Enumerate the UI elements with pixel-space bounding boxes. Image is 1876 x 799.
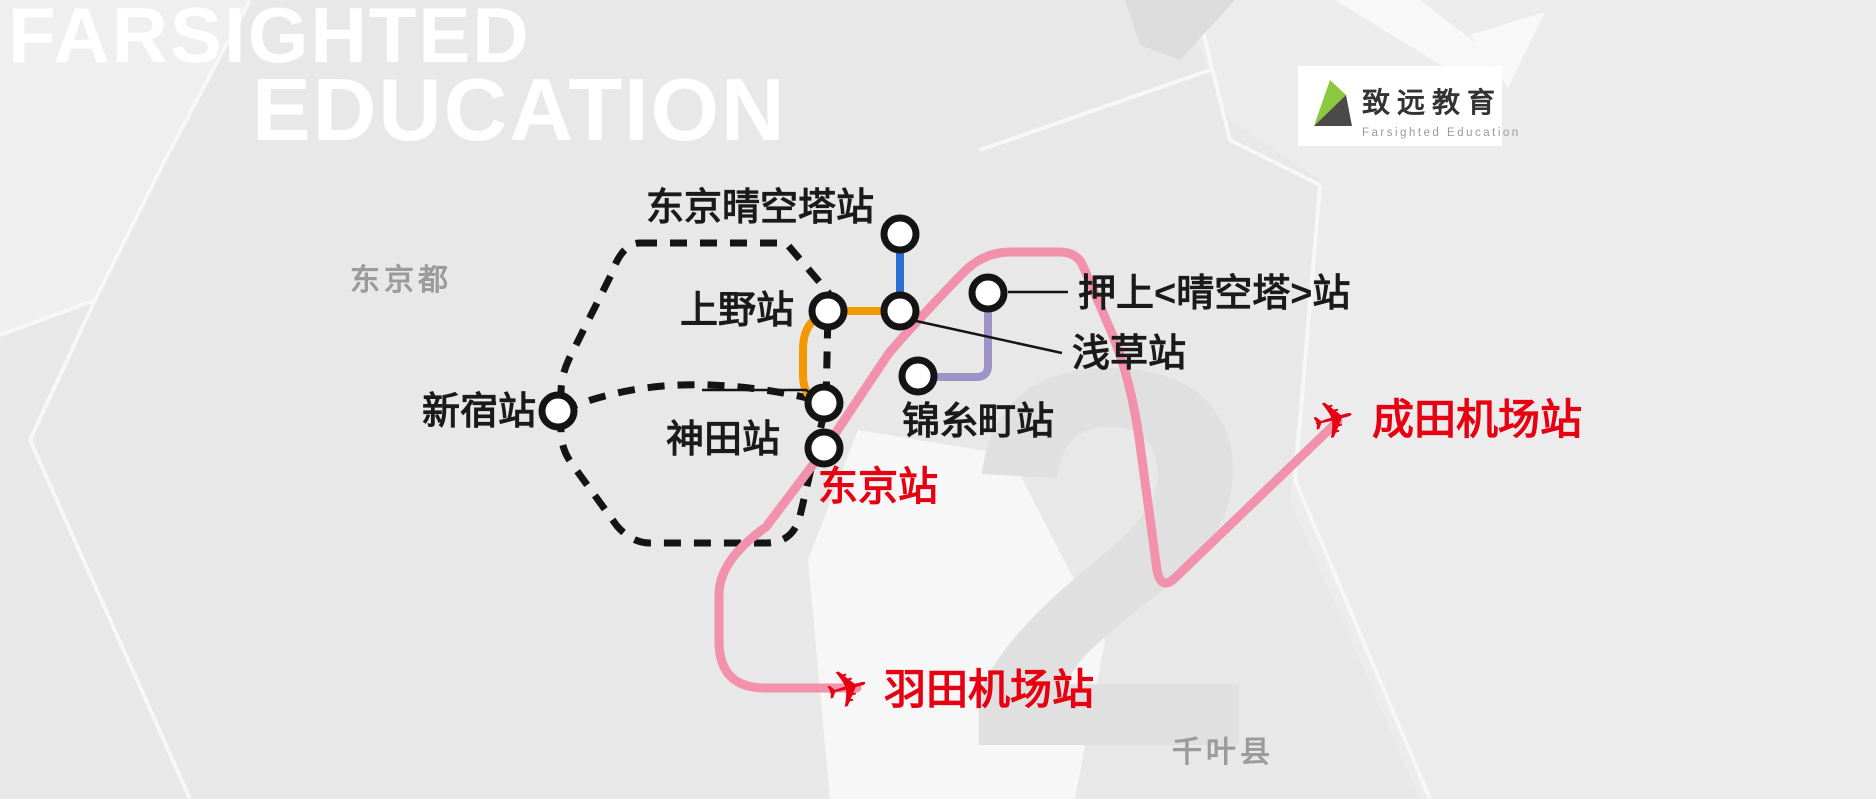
decorative-arrow-tip-icon [1470, 12, 1545, 88]
station-dot-ueno [808, 291, 848, 331]
border-line-east [1292, 184, 1432, 799]
decorative-arrow-icon [1335, 0, 1500, 78]
station-dot-shinjuku [538, 391, 578, 431]
station-label-tokyo: 东京站 [818, 465, 938, 509]
dashed-loop-line [557, 239, 832, 547]
airport-express-line [714, 247, 1343, 693]
logo-title: 致远教育 [1362, 86, 1502, 118]
background-numeral: 2 [960, 257, 1260, 799]
logo-book-icon [1314, 80, 1346, 126]
station-dot-skytree [880, 214, 920, 254]
station-dot-asakusa [880, 291, 920, 331]
logo-book-shadow-icon [1314, 95, 1352, 126]
hanzomon-line [922, 295, 992, 381]
station-dot-oshiage [968, 273, 1008, 313]
station-dot-kanda [804, 383, 844, 423]
station-label-haneda-airport: 羽田机场站 [884, 666, 1094, 713]
station-label-asakusa: 浅草站 [1072, 333, 1186, 375]
region-fill-tokyo-bay [808, 430, 1105, 799]
logo-subtitle: Farsighted Education [1362, 127, 1521, 139]
station-label-oshiage: 押上<晴空塔>站 [1078, 273, 1350, 315]
border-line-northeast [1193, 0, 1321, 187]
station-label-ueno: 上野站 [680, 290, 794, 332]
station-label-shinjuku: 新宿站 [422, 391, 536, 433]
station-label-narita-airport: 成田机场站 [1372, 396, 1582, 443]
watermark-line2: EDUCATION [252, 60, 787, 159]
border-line-north [979, 68, 1211, 152]
dashed-chord-line [559, 381, 826, 415]
border-line-west [0, 0, 252, 337]
watermark-line1: FARSIGHTED [8, 0, 531, 79]
pointer-asakusa [915, 319, 1063, 355]
station-dot-tokyo [804, 428, 844, 468]
region-fill-northwest [0, 0, 250, 335]
region-fill-chiba [1180, 0, 1876, 799]
region-label-chiba: 千叶县 [1172, 736, 1274, 769]
station-label-kinshicho: 锦糸町站 [902, 401, 1054, 443]
station-dot-kinshicho [898, 356, 938, 396]
station-label-skytree: 东京晴空塔站 [646, 187, 874, 229]
station-label-kanda: 神田站 [666, 419, 780, 461]
border-line-southwest [27, 299, 192, 799]
logo: 致远教育 Farsighted Education [1298, 66, 1521, 146]
region-label-tokyo: 东京都 [350, 263, 452, 297]
decorative-gray-shape [1125, 0, 1235, 60]
